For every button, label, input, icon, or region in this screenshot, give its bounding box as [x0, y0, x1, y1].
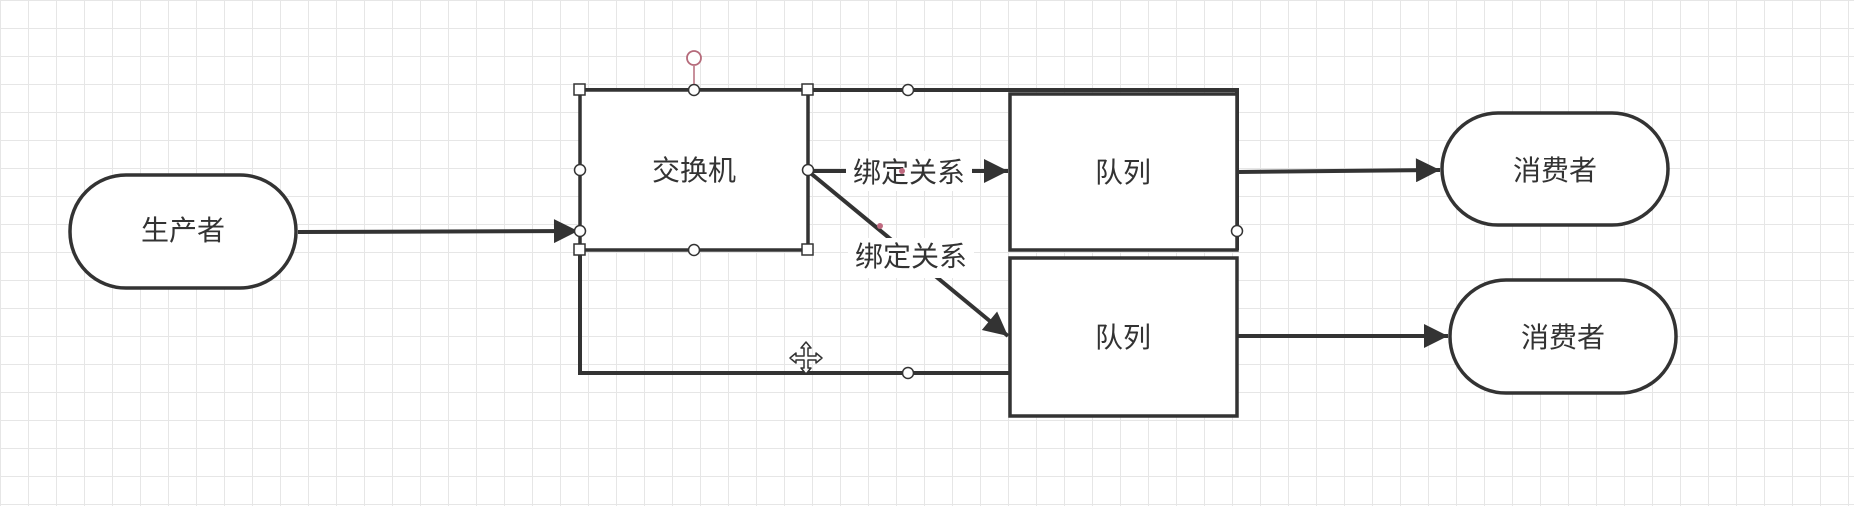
- move-cursor-icon: [789, 341, 823, 375]
- edge-waypoint-2[interactable]: [877, 223, 883, 229]
- consumer-node-1[interactable]: 消费者: [1440, 111, 1670, 227]
- group-handle-right[interactable]: [1230, 224, 1244, 238]
- edge-queue-1-to-consumer-1[interactable]: [1236, 158, 1441, 183]
- exchange-label: 交换机: [652, 154, 736, 187]
- queue-label-2: 队列: [1095, 321, 1151, 354]
- consumer-label-1: 消费者: [1513, 154, 1597, 187]
- resize-handle-right[interactable]: [801, 163, 815, 177]
- queue-node-1[interactable]: 队列: [1008, 92, 1239, 252]
- consumer-label-2: 消费者: [1521, 321, 1605, 354]
- edge-label-bg-2: [848, 238, 974, 278]
- binding-label-1[interactable]: 绑定关系: [853, 156, 965, 189]
- queue-node-2[interactable]: 队列: [1008, 256, 1239, 418]
- edge-label-bg-1: [846, 151, 972, 191]
- resize-handle-top-left[interactable]: [573, 83, 586, 96]
- group-handle-top[interactable]: [901, 83, 915, 97]
- binding-label-2[interactable]: 绑定关系: [855, 240, 967, 273]
- group-handle-bottom[interactable]: [901, 366, 915, 380]
- exchange-node[interactable]: 交换机: [578, 88, 810, 252]
- group-frame-handles[interactable]: [901, 83, 1244, 380]
- resize-handle-bottom-left[interactable]: [573, 243, 586, 256]
- edge-producer-to-exchange[interactable]: [297, 219, 579, 244]
- resize-handle-bottom[interactable]: [687, 243, 701, 257]
- edge-waypoint-1[interactable]: [899, 168, 905, 174]
- connection-point-left-lower[interactable]: [573, 224, 587, 238]
- selection-handles[interactable]: [573, 50, 815, 257]
- rotate-handle[interactable]: [686, 50, 702, 66]
- queue-label-1: 队列: [1095, 156, 1151, 189]
- resize-handle-top[interactable]: [687, 83, 701, 97]
- consumer-node-2[interactable]: 消费者: [1448, 278, 1678, 395]
- resize-handle-bottom-right[interactable]: [801, 243, 814, 256]
- resize-handle-top-right[interactable]: [801, 83, 814, 96]
- producer-node[interactable]: 生产者: [68, 173, 298, 290]
- resize-handle-left[interactable]: [573, 163, 587, 177]
- producer-label: 生产者: [141, 214, 225, 247]
